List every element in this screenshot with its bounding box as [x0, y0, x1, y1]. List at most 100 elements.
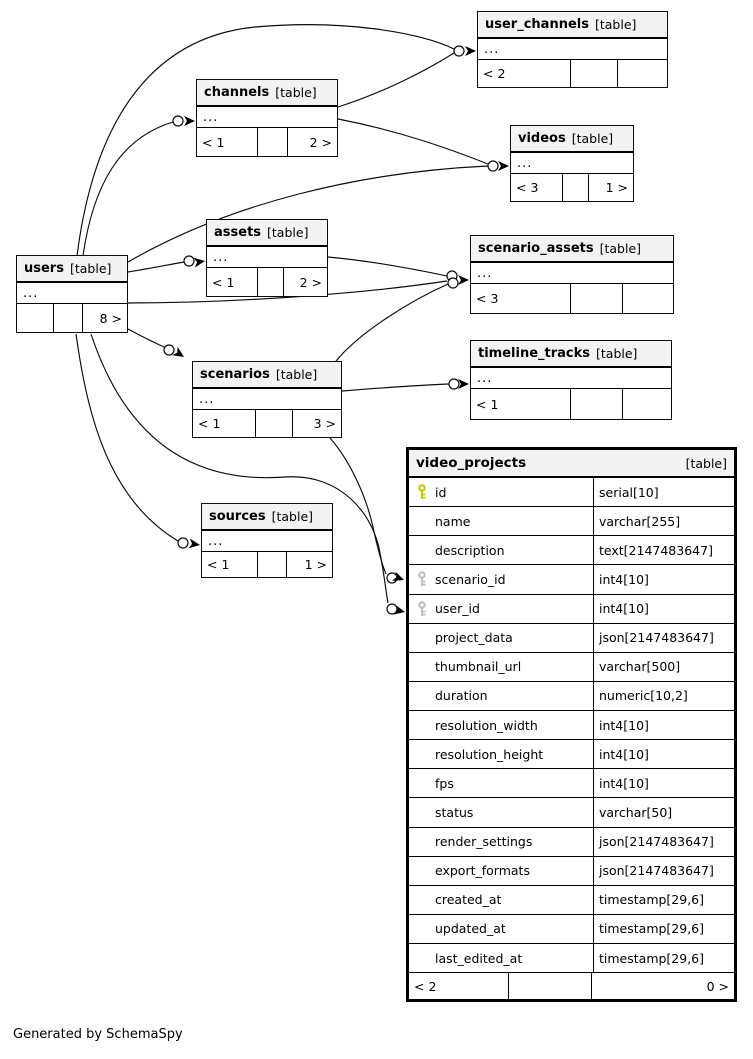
table-tag: [table]	[69, 261, 112, 276]
column-name-cell: name	[409, 507, 593, 535]
foreign-key-icon	[409, 600, 435, 617]
column-name-cell: fps	[409, 769, 593, 797]
footer-middle-cell	[258, 128, 288, 156]
footer-parents-count: < 1	[193, 410, 256, 437]
foreign-key-icon	[409, 571, 435, 587]
footer-middle-cell	[256, 410, 293, 437]
footer-children-count: 2 >	[309, 134, 332, 150]
table-name[interactable]: video_projects	[416, 455, 527, 471]
column-type: timestamp[29,6]	[593, 885, 734, 914]
table-name[interactable]: scenarios	[200, 367, 270, 382]
table-name[interactable]: scenario_assets	[478, 241, 594, 256]
arrowhead	[498, 161, 509, 171]
table-columns-ellipsis: ...	[197, 107, 337, 128]
table-name[interactable]: users	[24, 261, 64, 276]
column-name: status	[435, 804, 474, 820]
table-tag: [table]	[594, 17, 637, 32]
table-name[interactable]: timeline_tracks	[478, 346, 591, 361]
footer-middle-cell	[571, 389, 623, 419]
connector-circle	[453, 45, 465, 57]
column-name-cell: render_settings	[409, 828, 593, 856]
column-type: varchar[500]	[593, 652, 734, 681]
footer-parents-count: < 2	[478, 60, 571, 87]
table-tag: [table]	[275, 85, 317, 100]
table-header: scenarios[table]	[193, 362, 341, 389]
column-type: text[2147483647]	[593, 536, 734, 565]
connector-circle	[386, 572, 398, 584]
column-type: int4[10]	[593, 565, 734, 594]
column-name: render_settings	[435, 834, 533, 850]
column-name-cell: status	[409, 798, 593, 826]
table-tag: [table]	[596, 346, 638, 361]
table-users[interactable]: users [table]...8 >	[16, 255, 128, 333]
table-columns-ellipsis: ...	[511, 153, 633, 174]
table-name[interactable]: assets	[214, 225, 262, 240]
column-name: id	[435, 484, 447, 500]
table-columns-ellipsis: ...	[17, 283, 127, 304]
table-name[interactable]: channels	[204, 85, 270, 100]
table-columns-ellipsis: ...	[193, 389, 341, 410]
connector-circle	[163, 344, 175, 356]
table-footer: 8 >	[17, 304, 127, 332]
connector-circle	[386, 603, 398, 615]
footer-middle-cell	[258, 268, 284, 296]
column-name: duration	[435, 688, 488, 704]
column-name: last_edited_at	[435, 950, 523, 966]
column-name: fps	[435, 775, 454, 791]
column-name-cell: export_formats	[409, 857, 593, 885]
edge-users-sources	[75, 333, 179, 542]
table-timeline-tracks[interactable]: timeline_tracks[table]...< 1	[470, 340, 672, 420]
table-header: channels [table]	[197, 80, 337, 107]
edge-assets-scenario-assets	[327, 256, 448, 277]
arrowhead	[172, 346, 184, 357]
arrowhead	[184, 116, 195, 126]
table-user-channels[interactable]: user_channels[table]...< 2	[477, 11, 668, 88]
table-name[interactable]: videos	[518, 131, 566, 146]
column-type: int4[10]	[593, 769, 734, 798]
table-columns-ellipsis: ...	[471, 368, 671, 389]
column-name: resolution_width	[435, 717, 538, 733]
footer-middle-cell	[509, 973, 592, 999]
edge-channels-videos	[337, 118, 489, 165]
footer-children-count	[623, 389, 671, 419]
table-name[interactable]: sources	[209, 509, 266, 524]
footer-children-count	[618, 60, 667, 87]
arrowhead	[188, 538, 200, 549]
column-name-cell: created_at	[409, 886, 593, 914]
footer-children-count: 2 >	[299, 274, 322, 290]
table-name[interactable]: user_channels	[485, 17, 589, 32]
table-header: sources[table]	[202, 504, 332, 531]
connector-circle	[172, 115, 184, 127]
footer-middle-cell	[571, 284, 623, 313]
column-name-cell: resolution_width	[409, 711, 593, 739]
footer-parents-count: < 1	[202, 552, 258, 577]
connector-circle	[446, 270, 458, 282]
arrowhead	[458, 275, 469, 285]
column-row: fps int4[10]	[409, 768, 734, 798]
footer-middle-cell	[571, 60, 618, 87]
column-name-cell: id	[409, 478, 593, 506]
edge-scenarios-video-projects	[329, 437, 387, 575]
table-scenario-assets[interactable]: scenario_assets[table]...< 3	[470, 235, 674, 314]
arrowhead	[193, 257, 205, 268]
